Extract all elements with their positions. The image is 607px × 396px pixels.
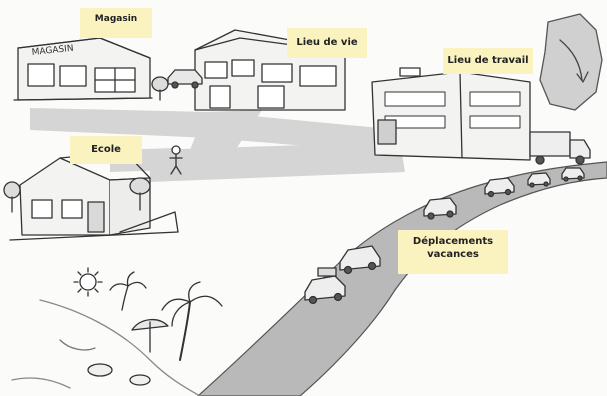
car-icon [167,69,203,89]
label-work: Lieu de travail [443,48,533,74]
beach-scene [11,267,223,396]
label-holiday-line1: Déplacements [412,236,494,247]
car-icon [484,177,515,198]
car-icon [339,245,381,275]
label-home: Lieu de vie [287,28,367,58]
label-school: Ecole [70,136,142,164]
car-icon [423,197,457,220]
palm-tree-icon [161,281,223,361]
shop-building: MAGASIN [13,37,153,101]
walking-paths [30,108,405,182]
sun-icon [73,267,103,297]
label-holiday-travel: Déplacements vacances [398,230,508,274]
label-shop: Magasin [80,8,152,38]
tree-icon [151,76,169,101]
france-map-icon [539,13,603,111]
truck-icon [529,131,591,165]
work-building [371,67,591,165]
road-cars [304,167,585,305]
school-building [3,151,179,241]
road [197,161,607,396]
label-holiday-line2: vacances [427,248,479,260]
palm-tree-icon [109,271,147,311]
tree-icon [3,177,151,213]
person-icon [169,145,183,175]
parasol-icon [131,319,169,353]
shop-sign: MAGASIN [31,44,74,58]
car-icon [304,267,346,305]
car-icon [527,172,551,188]
car-icon [561,167,585,182]
